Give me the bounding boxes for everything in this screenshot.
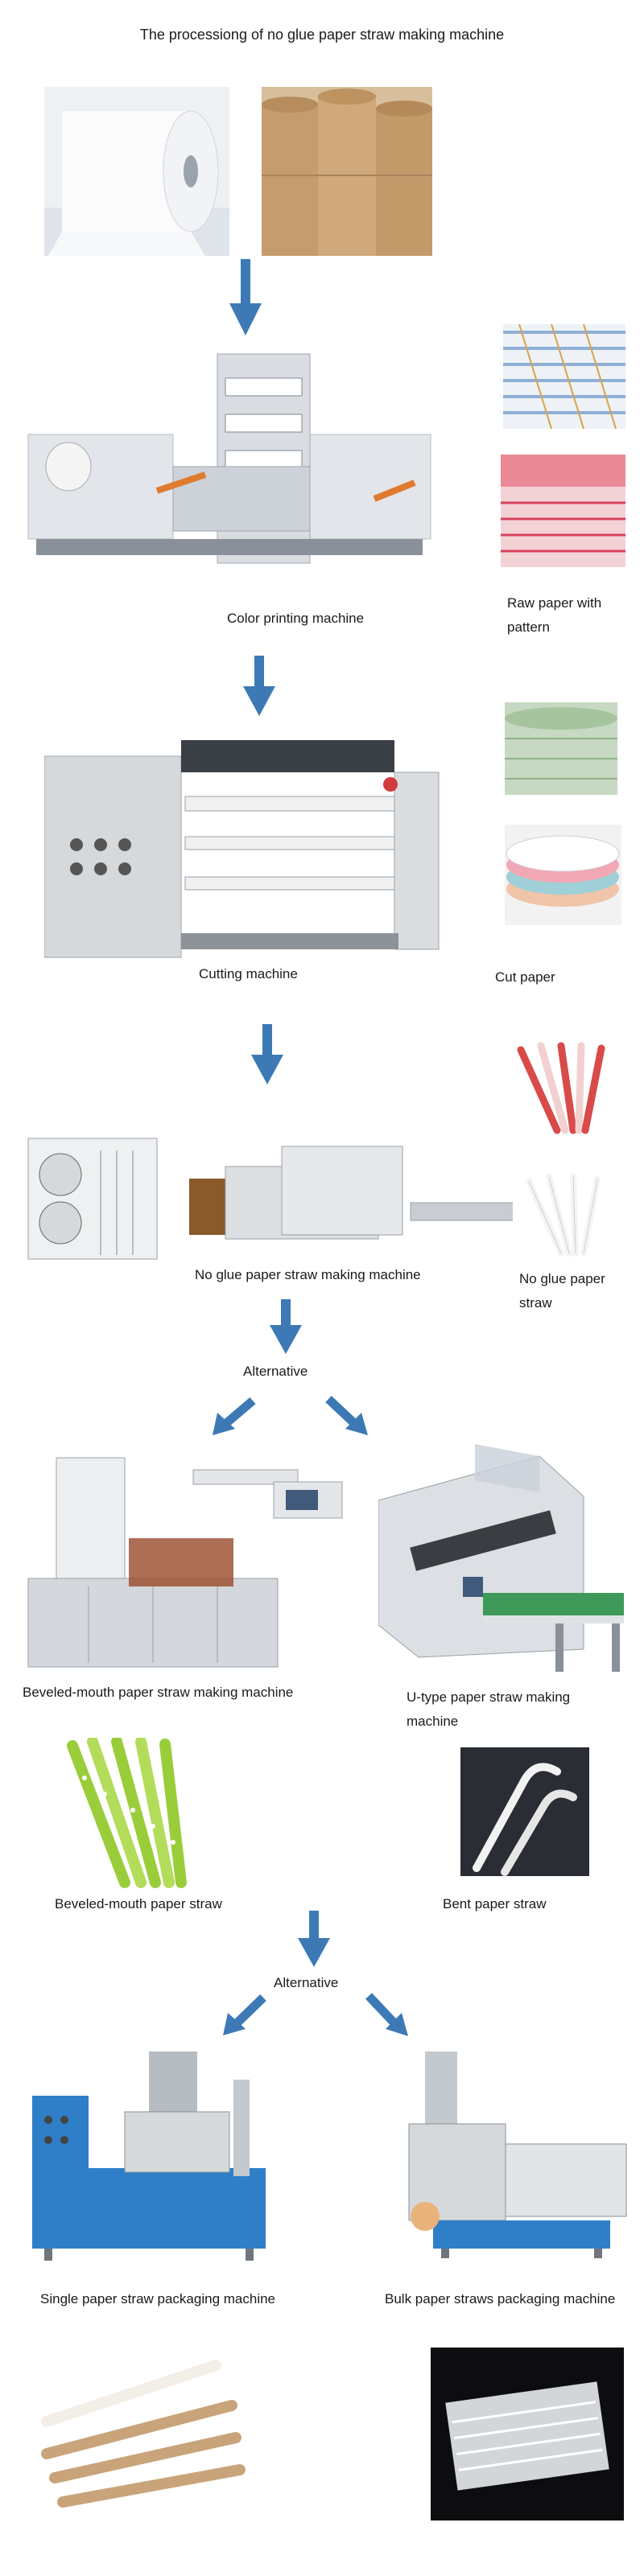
label-raw-paper-pattern: Raw paper with pattern <box>507 595 602 635</box>
color-printing-machine-photo <box>20 346 443 587</box>
label-cut-paper: Cut paper <box>495 969 555 985</box>
beveled-straws-photo <box>60 1738 205 1891</box>
cut-paper-photo-1 <box>505 702 617 795</box>
bulk-packed-straws-photo <box>431 2348 624 2520</box>
bent-straws-photo <box>460 1747 589 1876</box>
flow-arrow-down-5 <box>298 1911 330 1967</box>
patterned-paper-roll-photo-2 <box>501 455 625 567</box>
flow-arrow-down-4 <box>270 1299 302 1354</box>
label-alternative-1: Alternative <box>243 1364 308 1379</box>
white-paper-roll-photo <box>44 87 229 256</box>
label-no-glue-straw: No glue paper straw <box>519 1271 605 1311</box>
u-type-machine-photo <box>378 1440 632 1681</box>
page-title: The processiong of no glue paper straw m… <box>139 27 505 43</box>
beveled-mouth-machine-photo <box>24 1450 346 1671</box>
label-single-packaging: Single paper straw packaging machine <box>40 2291 276 2306</box>
flow-arrow-diag-left-2 <box>221 1994 266 2037</box>
single-straw-packaging-machine-photo <box>28 2047 270 2265</box>
flow-arrow-down-3 <box>251 1024 283 1084</box>
label-bulk-packaging: Bulk paper straws packaging machine <box>385 2291 616 2306</box>
no-glue-straw-machine-photo <box>24 1134 576 1267</box>
red-white-straws-photo <box>513 1042 621 1134</box>
cut-paper-photo-2 <box>505 825 621 925</box>
single-packed-straws-photo <box>31 2349 256 2514</box>
flow-arrow-diag-right-1 <box>325 1395 370 1437</box>
patterned-paper-roll-photo-1 <box>503 324 625 429</box>
label-bent-straw: Bent paper straw <box>443 1896 547 1911</box>
label-u-type-machine: U-type paper straw making machine <box>407 1689 571 1729</box>
cutting-machine-photo <box>44 724 447 965</box>
flow-arrow-down-1 <box>229 259 262 335</box>
label-color-printing-machine: Color printing machine <box>227 611 365 626</box>
label-cutting-machine: Cutting machine <box>199 966 298 981</box>
flow-arrow-diag-right-2 <box>365 1993 411 2038</box>
label-alternative-2: Alternative <box>274 1975 339 1990</box>
flow-arrow-diag-left-1 <box>211 1397 256 1437</box>
label-beveled-machine: Beveled-mouth paper straw making machine <box>23 1685 294 1700</box>
flow-arrow-down-2 <box>243 656 275 716</box>
kraft-paper-rolls-photo <box>262 87 432 256</box>
bulk-straw-packaging-machine-photo <box>385 2047 630 2261</box>
white-straws-photo <box>513 1173 621 1257</box>
label-beveled-straw: Beveled-mouth paper straw <box>55 1896 222 1911</box>
label-no-glue-machine: No glue paper straw making machine <box>195 1267 421 1282</box>
